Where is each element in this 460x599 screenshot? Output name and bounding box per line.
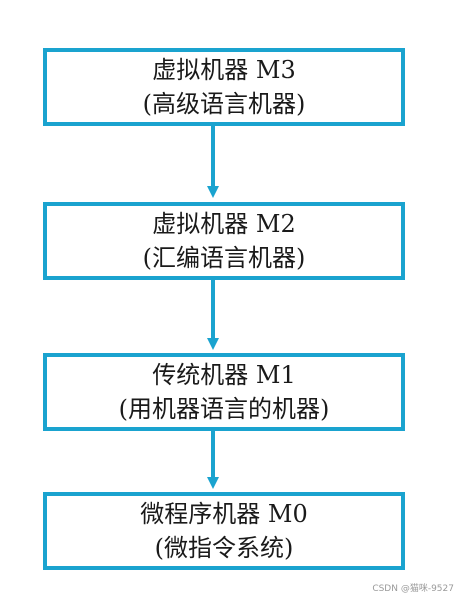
level-desc-m2: (汇编语言机器) bbox=[142, 244, 306, 272]
level-desc-m0: (微指令系统) bbox=[154, 534, 294, 562]
level-desc-m1: (用机器语言的机器) bbox=[118, 395, 330, 423]
level-box-m3: 虚拟机器 M3 (高级语言机器) bbox=[43, 48, 405, 126]
level-box-m0: 微程序机器 M0 (微指令系统) bbox=[43, 492, 405, 570]
arrowhead-m3-to-m2 bbox=[207, 186, 219, 198]
level-box-m2: 虚拟机器 M2 (汇编语言机器) bbox=[43, 202, 405, 280]
arrowhead-m1-to-m0 bbox=[207, 477, 219, 489]
level-title-m3: 虚拟机器 M3 bbox=[152, 56, 296, 84]
watermark: CSDN @猫咪-9527 bbox=[372, 584, 454, 594]
level-title-m2: 虚拟机器 M2 bbox=[152, 210, 296, 238]
level-title-m1: 传统机器 M1 bbox=[152, 361, 296, 389]
level-desc-m3: (高级语言机器) bbox=[142, 90, 306, 118]
arrowhead-m2-to-m1 bbox=[207, 338, 219, 350]
level-box-m1: 传统机器 M1 (用机器语言的机器) bbox=[43, 353, 405, 431]
level-title-m0: 微程序机器 M0 bbox=[140, 500, 308, 528]
